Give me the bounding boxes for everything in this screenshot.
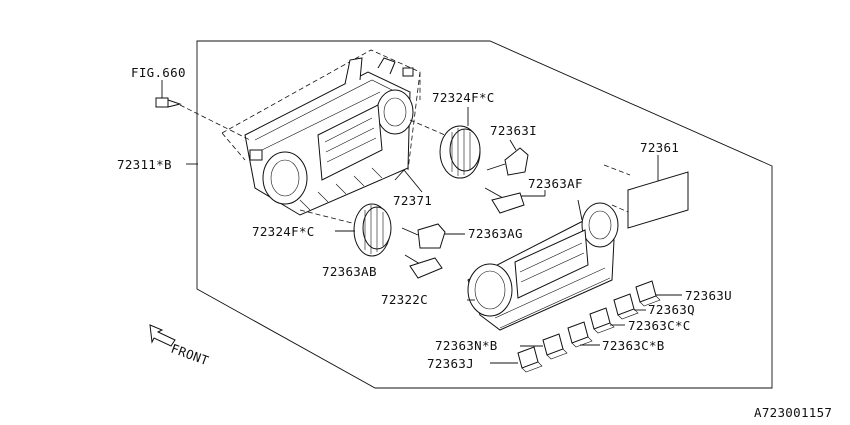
control-housing <box>221 49 421 216</box>
label-72311b: 72311*B <box>117 157 172 172</box>
label-72363u: 72363U <box>685 288 732 303</box>
label-72361: 72361 <box>640 140 679 155</box>
label-72363nb: 72363N*B <box>435 338 498 353</box>
label-72363cb: 72363C*B <box>602 338 665 353</box>
label-72324fc-left: 72324F*C <box>252 224 315 239</box>
bezel-72322C <box>467 199 619 331</box>
label-72324fc-top: 72324F*C <box>432 90 495 105</box>
label-72363cc: 72363C*C <box>628 318 691 333</box>
label-72322c: 72322C <box>381 292 428 307</box>
button-72363CC <box>567 307 625 348</box>
label-72363j: 72363J <box>427 356 474 371</box>
diagram-id: A723001157 <box>754 405 832 420</box>
front-arrow-icon <box>149 324 176 347</box>
label-72371: 72371 <box>393 193 432 208</box>
dial-72363AB <box>404 254 443 279</box>
button-72363U <box>635 280 682 307</box>
screw-fig660 <box>155 80 251 141</box>
dial-72363I <box>486 139 529 176</box>
label-72363ab: 72363AB <box>322 264 377 279</box>
button-72363J <box>490 346 543 373</box>
diagram-frame <box>196 40 773 389</box>
button-72363NB <box>520 333 568 360</box>
dial-72363AF <box>484 187 546 214</box>
dial-72363AG <box>401 223 465 249</box>
pin-72371 <box>394 169 423 193</box>
label-panel-72361 <box>627 155 689 229</box>
label-72363i: 72363I <box>490 123 537 138</box>
label-72363af: 72363AF <box>528 176 583 191</box>
button-72363Q <box>613 293 646 320</box>
label-front: FRONT <box>169 341 211 369</box>
label-72363q: 72363Q <box>648 302 695 317</box>
knob-top <box>409 107 481 179</box>
knob-left <box>299 203 392 257</box>
label-fig660: FIG.660 <box>131 65 186 80</box>
label-72363ag: 72363AG <box>468 226 523 241</box>
